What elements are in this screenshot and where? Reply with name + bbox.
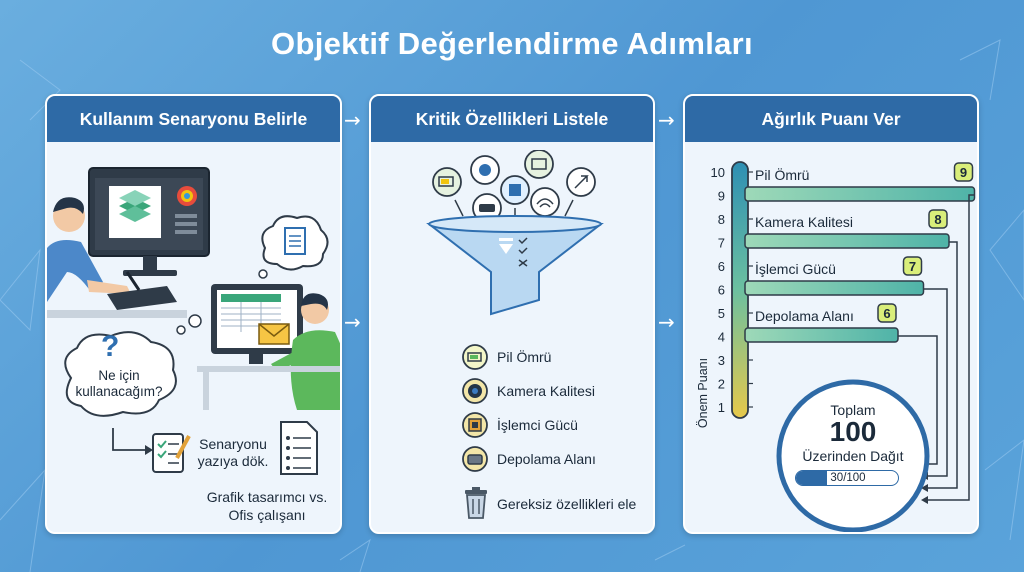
tick-label: 9 — [718, 189, 725, 204]
bar-category-label: Pil Ömrü — [755, 166, 809, 183]
document-thought-bubble — [258, 215, 329, 279]
total-circle — [776, 379, 930, 532]
example-text: Grafik tasarımcı vs. Ofis çalışanı — [206, 489, 328, 523]
tick-label: 7 — [718, 236, 725, 251]
tick-label: 8 — [718, 212, 725, 227]
designer-illustration — [47, 167, 210, 318]
tick-label: 2 — [718, 377, 725, 392]
data-label: 8 — [934, 212, 941, 227]
feature-label: Depolama Alanı — [497, 451, 596, 467]
scenario-step-text: Senaryonu yazıya dök. — [197, 436, 269, 469]
question-bubble — [64, 331, 177, 417]
list-item: Pil Ömrü — [461, 340, 651, 374]
camera-icon — [462, 378, 488, 404]
list-item: İşlemci Gücü — [461, 408, 651, 442]
weight-bar — [744, 186, 976, 202]
total-value: 100 — [829, 416, 877, 447]
checklist-icon — [152, 433, 191, 473]
trash-icon — [465, 487, 487, 519]
step-arrow-icon — [112, 428, 153, 455]
progress-bar: 30/100 — [795, 470, 899, 486]
bubble-tail — [176, 314, 202, 335]
value-badge — [877, 303, 897, 323]
office-worker-illustration — [197, 284, 340, 410]
feature-funnel-illustration — [426, 150, 604, 316]
feature-label: Kamera Kalitesi — [497, 383, 596, 399]
question-text: Ne için kullanacağım? — [75, 368, 163, 399]
connector-line — [927, 194, 975, 501]
question-mark-icon: ? — [101, 330, 120, 363]
tick-label: 5 — [718, 306, 725, 321]
connector-line — [923, 288, 948, 477]
panel-usage-scenario: Kullanım Senaryonu Belirle — [45, 94, 342, 534]
tick-label: 6 — [718, 283, 725, 298]
data-label: 7 — [909, 259, 916, 274]
data-label: 6 — [883, 306, 890, 321]
feature-label: İşlemci Gücü — [497, 417, 578, 433]
panel-critical-features: Kritik Özellikleri Listele — [369, 94, 655, 534]
discard-label: Gereksiz özellikleri ele — [497, 496, 637, 512]
weight-bar — [744, 280, 925, 296]
total-line1: Toplam — [830, 402, 876, 418]
arrow-right-icon: → — [658, 108, 675, 132]
tick-label: 4 — [718, 330, 725, 345]
total-line2: Üzerinden Dağıt — [802, 448, 904, 464]
arrow-right-icon: → — [344, 108, 361, 132]
progress-fill — [796, 471, 827, 485]
panel-heading: Ağırlık Puanı Ver — [685, 96, 977, 142]
feature-label: Pil Ömrü — [497, 349, 552, 365]
connector-line — [898, 335, 938, 465]
page-title: Objektif Değerlendirme Adımları — [271, 26, 753, 61]
connector-arrowhead — [921, 496, 928, 504]
tick-label: 6 — [718, 259, 725, 274]
bar-category-label: Depolama Alanı — [755, 308, 854, 324]
panel-heading: Kritik Özellikleri Listele — [371, 96, 653, 142]
feature-list: Pil Ömrü Kamera Kalitesi İşlemci Gücü De… — [461, 340, 651, 476]
tick-label: 1 — [718, 400, 725, 415]
panel-heading: Kullanım Senaryonu Belirle — [47, 96, 340, 142]
value-badge — [928, 209, 948, 229]
data-label: 9 — [960, 165, 967, 180]
processor-icon — [462, 412, 488, 438]
progress-text: 30/100 — [830, 472, 866, 484]
arrow-right-icon: → — [658, 310, 675, 334]
bar-category-label: Kamera Kalitesi — [755, 214, 853, 230]
document-list-icon — [280, 421, 318, 475]
value-badge — [953, 162, 974, 182]
connector-arrowhead — [921, 484, 928, 492]
arrow-right-icon: → — [344, 310, 361, 334]
bar-category-label: İşlemci Gücü — [755, 260, 836, 277]
connector-line — [927, 241, 958, 489]
value-badge — [902, 256, 923, 276]
weight-bar — [744, 233, 950, 249]
weight-bar — [744, 327, 899, 343]
storage-icon — [462, 446, 488, 472]
tick-label: 10 — [711, 165, 725, 180]
list-item: Kamera Kalitesi — [461, 374, 651, 408]
tick-label: 3 — [718, 353, 725, 368]
list-item: Depolama Alanı — [461, 442, 651, 476]
battery-icon — [462, 344, 488, 370]
